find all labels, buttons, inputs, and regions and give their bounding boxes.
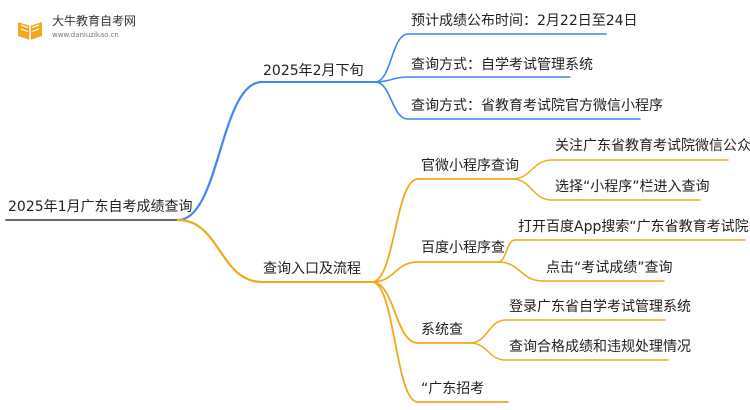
leaf-label-release-time: 预计成绩公布时间：2月22日至24日	[411, 13, 638, 29]
connector-late-feb-to-release-time	[374, 33, 409, 83]
connector-root-to-late-feb	[176, 80, 264, 222]
brand-url: www.daniuzikao.cn	[52, 31, 119, 39]
leaf-label-select-miniapp: 选择“小程序”栏进入查询	[555, 179, 710, 195]
leaf-label-system-query: 查询方式：自学考试管理系统	[411, 57, 593, 73]
leaf-label-wechat-query: 查询方式：省教育考试院官方微信小程序	[411, 98, 663, 114]
connector-system-to-check	[469, 342, 507, 361]
connector-baidu-to-click-score	[497, 261, 544, 282]
subbranch-label-wechat-miniapp: 官微小程序查询	[421, 158, 519, 174]
brand-name: 大牛教育自考网	[52, 14, 137, 28]
subbranch-label-system: 系统查	[421, 322, 463, 338]
root-node-label: 2025年1月广东自考成绩查询	[8, 199, 193, 215]
leaf-label-login-system: 登录广东省自学考试管理系统	[509, 299, 691, 315]
branch-label-late-feb: 2025年2月下旬	[263, 63, 364, 79]
connector-wechat-to-select-miniapp	[511, 178, 553, 201]
connector-entry-to-system	[371, 281, 419, 344]
leaf-label-check-results: 查询合格成绩和违规处理情况	[509, 339, 691, 355]
connector-entry-to-wechat-miniapp	[371, 178, 419, 283]
subbranch-label-guangdong-zhaokao: “广东招考	[421, 381, 485, 397]
connector-wechat-to-follow-account	[511, 159, 553, 180]
subbranch-label-baidu-miniapp: 百度小程序查	[421, 240, 505, 256]
branch-label-entry-process: 查询入口及流程	[263, 261, 361, 277]
leaf-label-click-score: 点击“考试成绩”查询	[546, 260, 673, 276]
connector-entry-to-guangdong-zhaokao	[371, 281, 419, 403]
logo-icon	[14, 14, 46, 44]
leaf-label-search-baidu: 打开百度App搜索“广东省教育考试院”	[518, 219, 750, 235]
connector-system-to-login	[469, 319, 507, 344]
leaf-label-follow-account: 关注广东省教育考试院微信公众号	[555, 138, 750, 154]
connector-entry-to-baidu-miniapp	[371, 261, 419, 283]
connector-late-feb-to-wechat-query	[374, 81, 409, 120]
connector-root-to-entry-process	[176, 218, 264, 284]
